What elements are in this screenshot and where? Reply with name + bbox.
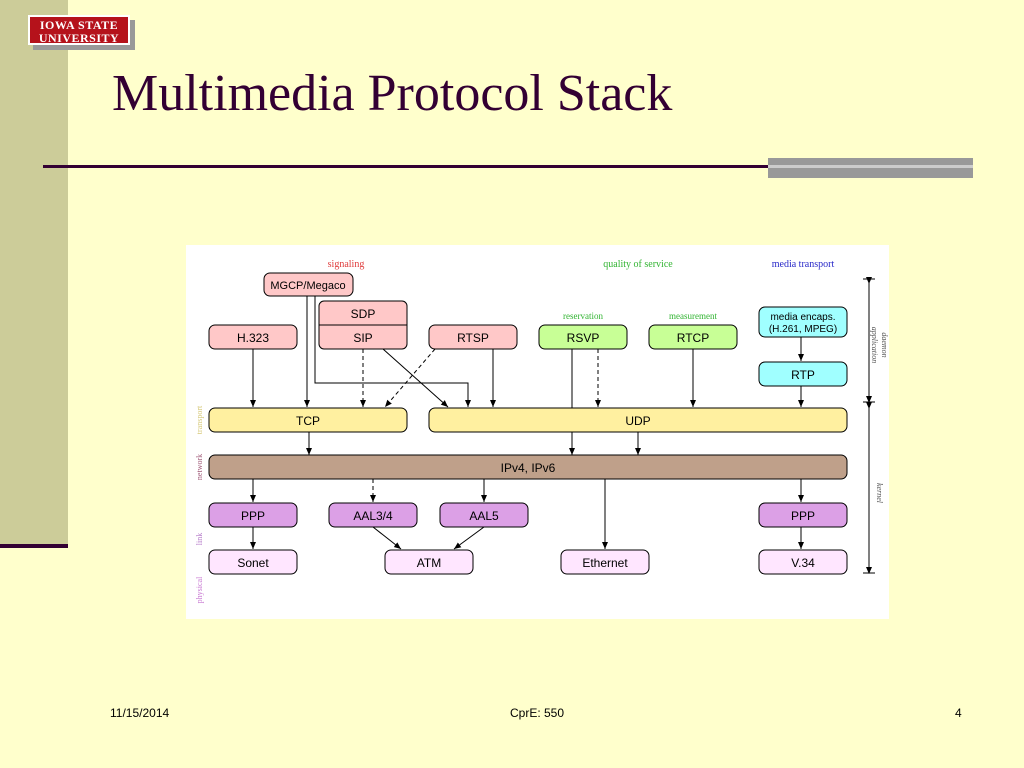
- header-measurement: measurement: [669, 311, 717, 321]
- label-sip: SIP: [353, 331, 372, 345]
- box-media-encaps: [758, 306, 848, 338]
- footer-page-number: 4: [955, 706, 962, 720]
- label-ip: IPv4, IPv6: [501, 461, 556, 475]
- layer-label-network: network: [195, 454, 204, 480]
- box-ethernet: [560, 549, 650, 575]
- side-strip-line: [0, 544, 68, 548]
- box-atm: [384, 549, 474, 575]
- label-ethernet: Ethernet: [582, 556, 628, 570]
- right-label-kernel: kernel: [875, 483, 884, 504]
- title-rule-block: [768, 158, 973, 178]
- layer-label-transport: transport: [195, 405, 204, 434]
- title-rule: [43, 165, 973, 168]
- label-tcp: TCP: [296, 414, 320, 428]
- connector-lines: [250, 296, 804, 550]
- box-rtcp: [648, 324, 738, 350]
- label-v34: V.34: [791, 556, 815, 570]
- box-h323: [208, 324, 298, 350]
- layer-label-link: link: [195, 533, 204, 545]
- layer-label-physical: physical: [195, 576, 204, 603]
- header-media-transport: media transport: [772, 259, 835, 270]
- label-h323: H.323: [237, 331, 269, 345]
- box-ppp-left: [208, 502, 298, 528]
- box-rtp: [758, 361, 848, 387]
- label-ppp-right: PPP: [791, 509, 815, 523]
- university-logo: IOWA STATE UNIVERSITY: [28, 15, 130, 45]
- label-rtcp: RTCP: [677, 331, 709, 345]
- slide-title: Multimedia Protocol Stack: [112, 65, 673, 122]
- label-rsvp: RSVP: [567, 331, 600, 345]
- title-rule-highlight: [768, 165, 973, 168]
- box-udp: [428, 407, 848, 433]
- label-mgcp-megaco: MGCP/Megaco: [270, 280, 345, 292]
- box-v34: [758, 549, 848, 575]
- label-aal34: AAL3/4: [353, 509, 393, 523]
- label-media-encaps-2: (H.261, MPEG): [769, 324, 837, 335]
- label-rtp: RTP: [791, 368, 815, 382]
- box-sonet: [208, 549, 298, 575]
- right-label-application: application: [870, 327, 879, 363]
- box-mgcp-megaco: [263, 272, 354, 297]
- box-ppp-right: [758, 502, 848, 528]
- diagram-svg: signaling quality of service media trans…: [195, 259, 889, 603]
- header-qos: quality of service: [603, 259, 673, 270]
- protocol-stack-diagram: signaling quality of service media trans…: [186, 245, 889, 619]
- box-ip: [208, 454, 848, 480]
- label-aal5: AAL5: [469, 509, 499, 523]
- label-rtsp: RTSP: [457, 331, 489, 345]
- right-brackets: [863, 277, 875, 574]
- box-aal34: [328, 502, 418, 528]
- logo-line-1: IOWA STATE: [39, 18, 119, 32]
- side-strip: [0, 0, 68, 548]
- label-udp: UDP: [625, 414, 650, 428]
- box-aal5: [439, 502, 529, 528]
- box-rtsp: [428, 324, 518, 350]
- label-sdp: SDP: [351, 307, 376, 321]
- label-ppp-left: PPP: [241, 509, 265, 523]
- label-media-encaps-1: media encaps.: [770, 312, 835, 323]
- right-label-daemon: daemon: [880, 332, 889, 357]
- footer-course: CprE: 550: [510, 706, 565, 720]
- box-tcp: [208, 407, 408, 433]
- label-atm: ATM: [417, 556, 441, 570]
- label-sonet: Sonet: [237, 556, 269, 570]
- footer-date: 11/15/2014: [110, 706, 170, 720]
- header-signaling: signaling: [328, 259, 365, 270]
- logo-line-2: UNIVERSITY: [38, 31, 120, 45]
- box-rsvp: [538, 324, 628, 350]
- header-reservation: reservation: [563, 311, 603, 321]
